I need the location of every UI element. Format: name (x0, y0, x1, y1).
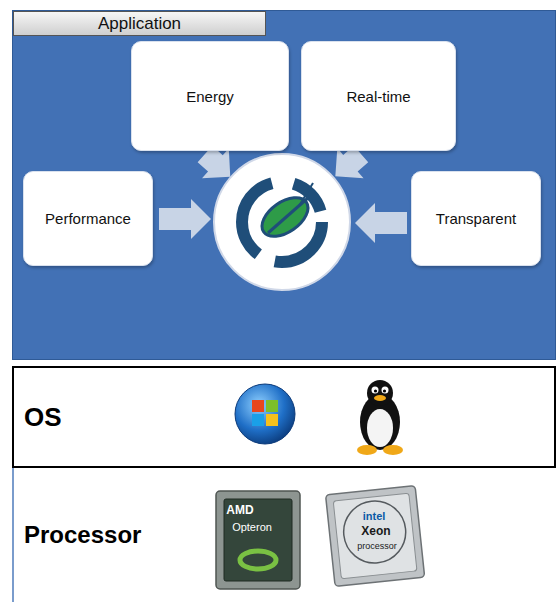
linux-tux (357, 380, 403, 455)
layer-name: OS (24, 402, 62, 433)
chip-lid (224, 499, 292, 581)
chip-package (326, 486, 425, 587)
box-label: Real-time (346, 88, 410, 105)
block-arrow (355, 203, 407, 243)
chip-brand: AMD (226, 503, 253, 517)
tux-foot (357, 445, 377, 455)
chip-model: processor (357, 541, 397, 551)
feature-box: Energy (131, 41, 289, 151)
intel-chip (326, 486, 425, 587)
tux-beak (374, 395, 386, 401)
layer-name: Processor (24, 521, 141, 549)
logo-stem (299, 183, 313, 206)
block-arrow (159, 199, 211, 239)
logo-circle (214, 154, 350, 290)
amd-chip (216, 491, 300, 589)
tux-pupil (383, 389, 386, 392)
tux-eye (382, 387, 389, 394)
flag-yellow (266, 414, 278, 426)
tux-foot (383, 445, 403, 455)
feature-box: Transparent (411, 171, 541, 266)
panel-heading: Application (13, 11, 266, 36)
feature-box: Performance (23, 171, 153, 266)
flag-blue (252, 414, 264, 426)
block-arrow (355, 203, 407, 243)
chip-package (216, 491, 300, 589)
tux-belly (367, 409, 393, 447)
chip-model: Xeon (361, 524, 390, 538)
chip-lid (333, 493, 417, 579)
logo-ring (242, 182, 322, 262)
windows-orb (235, 384, 295, 444)
tux-pupil (374, 389, 377, 392)
box-label: Energy (186, 88, 234, 105)
logo-leaf (255, 190, 315, 244)
logo-stem (268, 197, 309, 233)
block-arrow (159, 199, 211, 239)
layer-band: Processor (12, 468, 556, 602)
flag-red (252, 400, 264, 412)
box-label: Transparent (436, 210, 516, 227)
application-panel: ApplicationEnergy Real-timePerformance Tra… (12, 10, 556, 360)
windows-logo (235, 384, 295, 444)
chip-brand: intel (363, 510, 386, 522)
tux-eye (372, 387, 379, 394)
tux-head (367, 380, 393, 406)
box-label: Performance (45, 210, 131, 227)
feature-box: Real-time (301, 41, 456, 151)
flag-green (266, 400, 278, 412)
layer-band: OS (12, 366, 556, 468)
chip-model: Opteron (232, 521, 272, 533)
intel-ring (341, 498, 409, 566)
chip-swirl (240, 551, 276, 569)
